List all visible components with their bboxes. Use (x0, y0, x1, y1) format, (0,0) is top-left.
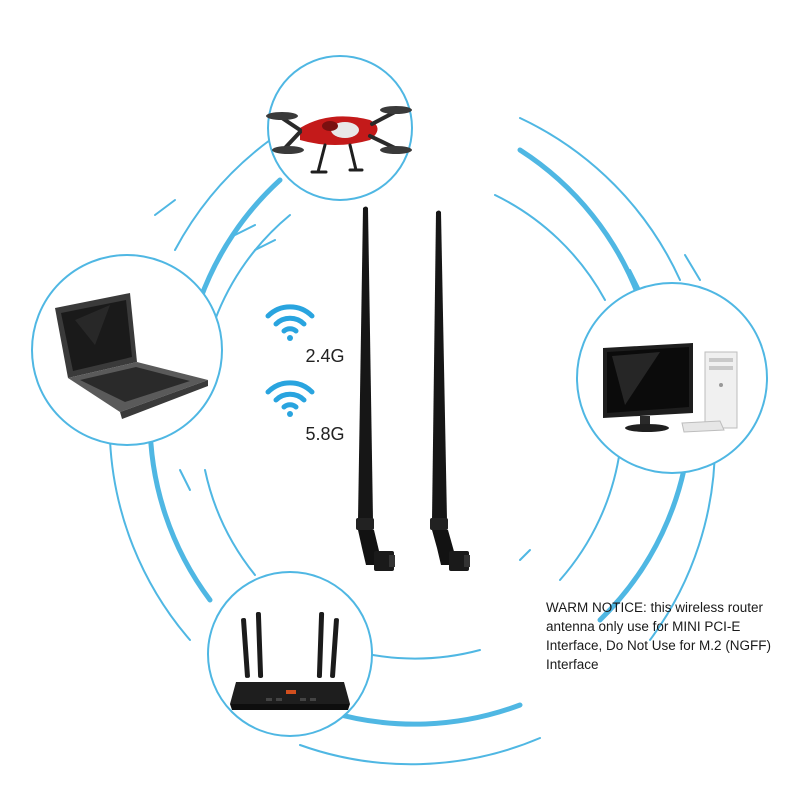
wifi-icon (265, 380, 315, 417)
antenna (356, 206, 395, 571)
drone-circle (266, 55, 413, 201)
laptop-icon (55, 293, 208, 419)
laptop-circle (31, 254, 223, 446)
wifi-icon (265, 304, 315, 341)
band-label-5-8g: 5.8G (305, 424, 345, 444)
drone-icon (266, 106, 412, 174)
band-label-2-4g: 2.4G (305, 346, 345, 366)
desktop-computer-circle (576, 282, 768, 474)
router-circle (207, 571, 373, 737)
desktop-computer-icon (603, 343, 738, 433)
warm-notice-text: WARM NOTICE: this wireless router antenn… (546, 600, 772, 672)
router-icon (230, 611, 350, 710)
antenna (430, 210, 470, 571)
